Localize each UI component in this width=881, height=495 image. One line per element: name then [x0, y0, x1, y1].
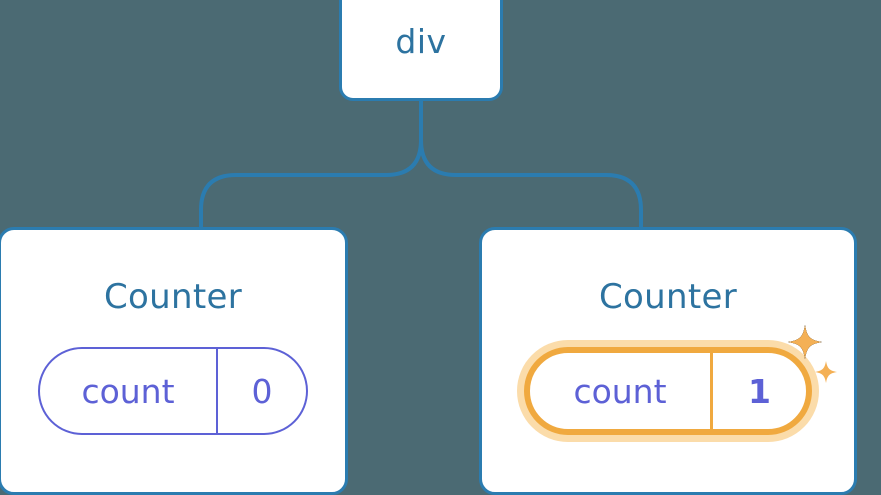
state-value-cell: 0: [218, 349, 306, 433]
node-root-div[interactable]: div: [339, 0, 503, 101]
state-pill-wrap: count 1: [482, 325, 854, 435]
state-pill-wrap: count 0: [1, 347, 345, 435]
node-counter-right[interactable]: Counter count 1: [479, 227, 857, 495]
state-value-label: 1: [748, 371, 771, 411]
state-value-cell: 1: [713, 353, 806, 429]
state-pill-highlighted[interactable]: count 1: [524, 347, 812, 435]
root-node-label: div: [395, 22, 447, 61]
node-counter-left[interactable]: Counter count 0: [0, 227, 348, 495]
node-title: Counter: [599, 277, 737, 317]
state-key-cell: count: [530, 353, 713, 429]
node-title: Counter: [104, 277, 242, 317]
state-key-label: count: [573, 371, 667, 411]
state-key-label: count: [81, 371, 175, 411]
state-key-cell: count: [40, 349, 218, 433]
state-pill[interactable]: count 0: [38, 347, 308, 435]
state-value-label: 0: [251, 371, 273, 411]
sparkle-small-icon: [815, 361, 837, 383]
